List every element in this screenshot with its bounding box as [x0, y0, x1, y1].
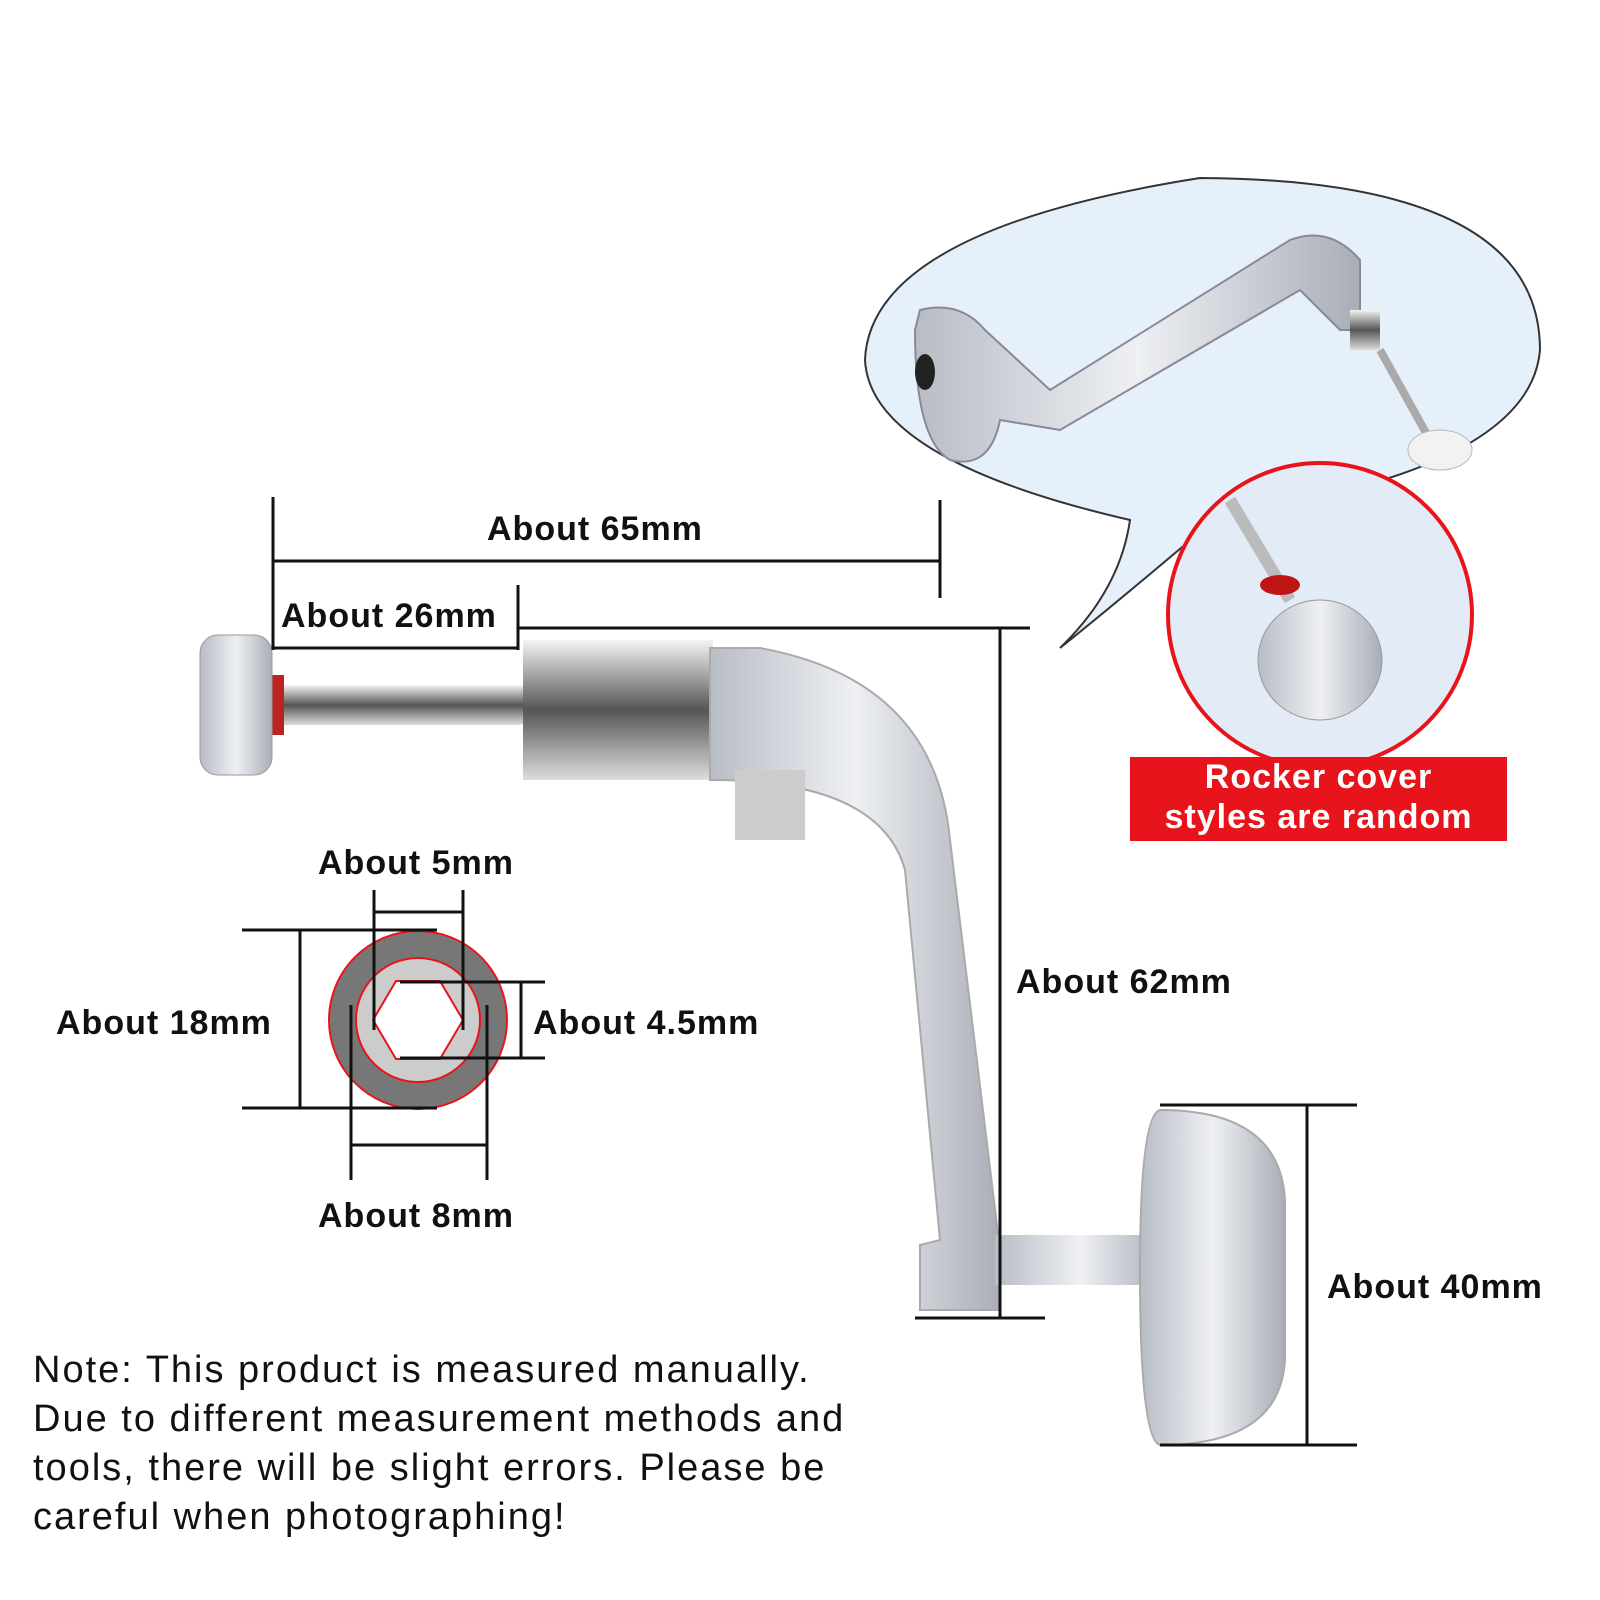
cross-section	[328, 930, 508, 1110]
note-line: Due to different measurement methods and	[33, 1398, 846, 1440]
label-26mm: About 26mm	[281, 597, 497, 635]
label-62mm: About 62mm	[1016, 963, 1232, 1001]
speech-bubble	[863, 176, 1542, 649]
label-65mm: About 65mm	[487, 510, 703, 548]
inset-circle	[1166, 461, 1474, 769]
rocker-handle	[199, 634, 1286, 1447]
note-line: careful when photographing!	[33, 1496, 567, 1538]
label-4-5mm: About 4.5mm	[533, 1004, 760, 1042]
note-line: Note: This product is measured manually.	[33, 1349, 811, 1391]
note-line: tools, there will be slight errors. Plea…	[33, 1447, 827, 1489]
label-8mm: About 8mm	[318, 1197, 514, 1235]
callout-line-2: styles are random	[1164, 798, 1473, 836]
label-5mm: About 5mm	[318, 844, 514, 882]
label-40mm: About 40mm	[1327, 1268, 1543, 1306]
section-dimension-lines	[242, 890, 545, 1180]
callout-line-1: Rocker cover	[1204, 758, 1433, 796]
label-18mm: About 18mm	[56, 1004, 272, 1042]
measurement-note: Note: This product is measured manually.…	[33, 1346, 1033, 1542]
random-style-callout: Rocker cover styles are random	[1130, 757, 1507, 841]
dimension-lines	[271, 497, 1357, 1447]
